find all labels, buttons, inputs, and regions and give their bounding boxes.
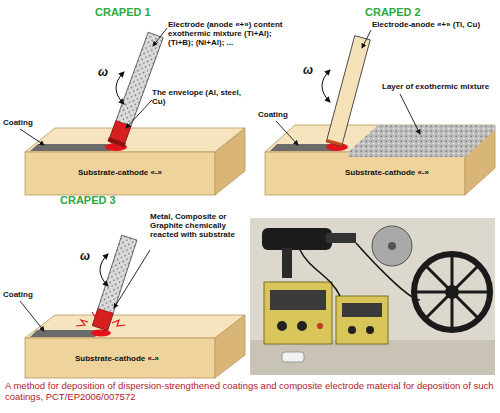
- control-panel: [270, 290, 326, 310]
- substrate-top: [25, 128, 245, 152]
- leader-line: [362, 30, 371, 48]
- disk-hub: [388, 242, 396, 250]
- part-label: Layer of exothermic mixture: [382, 82, 497, 91]
- panel-title: CRAPED 2: [365, 6, 455, 19]
- power-panel: [342, 303, 382, 317]
- leader-line: [400, 94, 420, 134]
- panel-title: CRAPED 1: [95, 6, 185, 19]
- electrode-tip: [108, 137, 126, 147]
- substrate-front: [25, 338, 215, 378]
- photo-table: [250, 340, 495, 375]
- cable: [300, 243, 420, 300]
- control-knob: [348, 326, 356, 334]
- leader-line: [20, 129, 44, 145]
- part-label: Electrode-anode «+» (Ti, Cu): [372, 20, 484, 29]
- caption: A method for deposition of dispersion-st…: [5, 381, 495, 403]
- grinding-disk: [372, 226, 412, 266]
- part-label: Substrate-cathode «-»: [75, 354, 205, 363]
- leader-line: [276, 121, 298, 145]
- rotation-symbol: ω: [80, 250, 96, 264]
- leader-line: [114, 250, 150, 308]
- part-label: Substrate-cathode «-»: [78, 168, 208, 177]
- substrate-side: [215, 315, 245, 378]
- rotation-symbol: ω: [98, 66, 114, 80]
- rotation-arrow: [322, 70, 330, 102]
- part-label: The envelope (Al, steel, Cu): [152, 88, 247, 106]
- electrode: [92, 235, 137, 330]
- part-label: Coating: [258, 110, 308, 119]
- exothermic-layer-edge: [465, 125, 495, 157]
- electrode-body: [92, 235, 137, 330]
- substrate-block: [25, 128, 245, 195]
- leader-line: [126, 100, 152, 128]
- wheel-spokes: [414, 254, 490, 330]
- leader-line: [20, 301, 44, 331]
- power-unit: [336, 296, 388, 344]
- electrode-holder: [262, 228, 332, 250]
- part-label: Metal, Composite or Graphite chemically …: [150, 212, 242, 240]
- indicator-lamp: [317, 323, 323, 329]
- holder-stand: [282, 248, 292, 278]
- rotation-arrow: [100, 254, 108, 286]
- electrode-wheel: [414, 254, 490, 330]
- control-knob: [366, 326, 374, 334]
- substrate-front: [25, 152, 215, 195]
- electrode: [326, 36, 370, 146]
- electrode-tip: [326, 139, 342, 146]
- electrode-reacted-tip: [92, 308, 113, 330]
- exothermic-layer-edge: [348, 152, 465, 157]
- substrate-top: [25, 315, 245, 338]
- control-unit: [264, 282, 332, 344]
- leader-line: [153, 28, 167, 46]
- rotation-arrow: [116, 72, 124, 104]
- part-label: Coating: [3, 290, 53, 299]
- rotation-symbol: ω: [303, 64, 319, 78]
- control-knob: [297, 321, 307, 331]
- part-label: Coating: [3, 118, 53, 127]
- electrode-body: [326, 36, 370, 146]
- control-knob: [277, 321, 287, 331]
- holder-nozzle: [326, 233, 356, 243]
- part-label: Substrate-cathode «-»: [345, 168, 475, 177]
- substrate-top: [265, 125, 495, 152]
- pedal: [282, 352, 304, 362]
- part-label: Electrode (anode «+») content exothermic…: [168, 20, 298, 48]
- photo-background: [250, 218, 495, 375]
- wheel-hub: [445, 285, 459, 299]
- equipment-photo: [250, 218, 495, 375]
- substrate-block: [25, 315, 245, 378]
- substrate-block: [265, 125, 495, 195]
- spark-lines: [76, 312, 125, 326]
- electrode-envelope: [108, 121, 131, 147]
- substrate-side: [215, 128, 245, 195]
- coating-strip: [30, 144, 118, 151]
- panel-title: CRAPED 3: [60, 194, 150, 207]
